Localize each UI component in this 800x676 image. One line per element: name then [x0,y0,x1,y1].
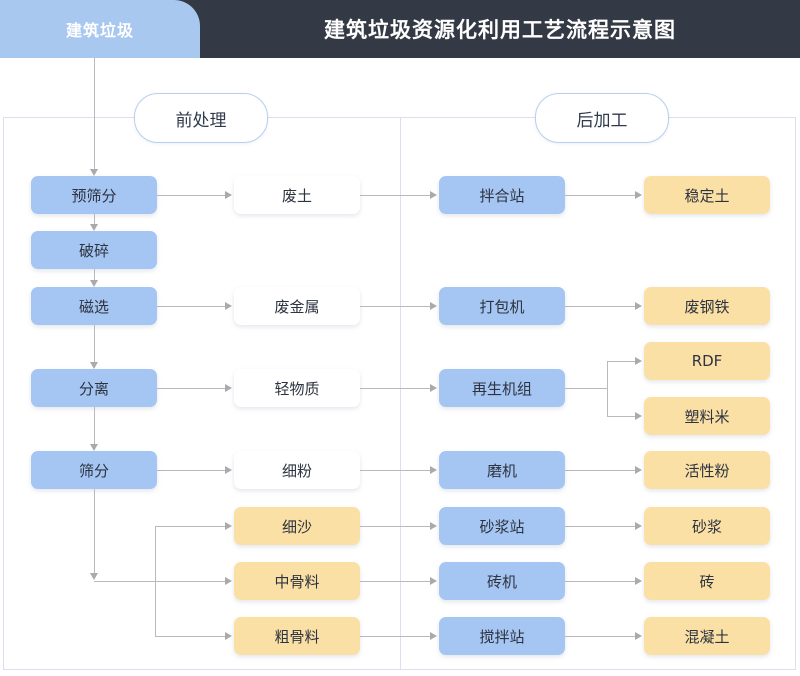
connector-feijinshu-dabaoji [360,306,430,307]
arrowhead-yushaifen-posui [90,224,98,231]
node-banhezhan[interactable]: 拌合站 [439,176,565,214]
node-xisha[interactable]: 细沙 [234,507,360,545]
tab-construction-waste[interactable]: 建筑垃圾 [0,0,200,58]
arrowhead-fenli-qingwuzhi [225,384,232,392]
stage-label-post: 后加工 [535,93,669,143]
connector-posui-cixuan [94,269,95,280]
connector-fenli-qingwuzhi [157,388,225,389]
node-shaifen[interactable]: 筛分 [31,451,157,489]
connector-zaishengjizu-riser [607,361,608,416]
node-feitu[interactable]: 废土 [234,176,360,214]
arrowhead-to-cuguliao [225,632,232,640]
arrowhead-yushaifen-feitu [225,191,232,199]
node-wendingtu[interactable]: 稳定土 [644,176,770,214]
connector-to-suliaomi [607,416,635,417]
connector-cuguliao-jiaobanzhan [360,636,430,637]
connector-moji-huoxingfen [565,470,635,471]
arrowhead-to-xisha [225,522,232,530]
connector-xifen-moji [360,470,430,471]
node-shajiangzhan[interactable]: 砂浆站 [439,507,565,545]
arrowhead-moji-huoxingfen [635,466,642,474]
arrowhead-jiaobanzhan-hunningtu [635,632,642,640]
connector-cixuan-fenli [94,325,95,362]
connector-aggregate-bus [94,581,226,582]
node-posui[interactable]: 破碎 [31,231,157,269]
connector-to-rdf [607,361,635,362]
arrowhead-cixuan-feijinshu [225,302,232,310]
node-hunningtu[interactable]: 混凝土 [644,617,770,655]
arrowhead-to-suliaomi [635,412,642,420]
connector-feitu-banhezhan [360,195,430,196]
connector-fenli-shaifen [94,407,95,444]
arrowhead-fenli-shaifen [90,444,98,451]
node-feigangtie[interactable]: 废钢铁 [644,287,770,325]
stage-label-pre: 前处理 [134,93,268,143]
arrowhead-xifen-moji [430,466,437,474]
node-xifen[interactable]: 细粉 [234,451,360,489]
node-rdf[interactable]: RDF [644,342,770,380]
node-qingwuzhi[interactable]: 轻物质 [234,369,360,407]
connector-qingwuzhi-zaishengjizu [360,388,430,389]
arrowhead-qingwuzhi-zaishengjizu [430,384,437,392]
node-jiaobanzhan[interactable]: 搅拌站 [439,617,565,655]
arrowhead-zhuanji-zhuan [635,577,642,585]
arrowhead-banhezhan-wendingtu [635,191,642,199]
node-cixuan[interactable]: 磁选 [31,287,157,325]
arrowhead-feijinshu-dabaoji [430,302,437,310]
arrowhead-to-rdf [635,357,642,365]
connector-jiaobanzhan-hunningtu [565,636,635,637]
connector-shajiangzhan-shajiang [565,526,635,527]
arrowhead-feitu-banhezhan [430,191,437,199]
arrowhead-shajiangzhan-shajiang [635,522,642,530]
connector-to-cuguliao [155,636,226,637]
connector-yushaifen-posui [94,214,95,225]
node-cuguliao[interactable]: 粗骨料 [234,617,360,655]
connector-zhuanji-zhuan [565,581,635,582]
arrowhead-tab-to-yushaifen [90,169,98,176]
node-zaishengjizu[interactable]: 再生机组 [439,369,565,407]
connector-banhezhan-wendingtu [565,195,635,196]
connector-xisha-shajiangzhan [360,526,430,527]
node-shajiang[interactable]: 砂浆 [644,507,770,545]
connector-aggregate-riser [155,526,156,636]
node-zhongguliao[interactable]: 中骨料 [234,562,360,600]
node-huoxingfen[interactable]: 活性粉 [644,451,770,489]
arrowhead-zhongguliao-zhuanji [430,577,437,585]
connector-yushaifen-feitu [157,195,225,196]
arrowhead-posui-cixuan [90,280,98,287]
arrowhead-shaifen-aggregates [90,573,98,580]
connector-shaifen-xifen [157,470,225,471]
connector-to-xisha [155,526,226,527]
node-suliaomi[interactable]: 塑料米 [644,397,770,435]
diagram-frame [3,117,796,670]
connector-tab-to-yushaifen [94,58,95,170]
arrowhead-cuguliao-jiaobanzhan [430,632,437,640]
connector-cixuan-feijinshu [157,306,225,307]
node-yushaifen[interactable]: 预筛分 [31,176,157,214]
node-feijinshu[interactable]: 废金属 [234,287,360,325]
node-dabaoji[interactable]: 打包机 [439,287,565,325]
node-zhuanji[interactable]: 砖机 [439,562,565,600]
node-zhuan[interactable]: 砖 [644,562,770,600]
connector-dabaoji-feigangtie [565,306,635,307]
arrowhead-cixuan-fenli [90,362,98,369]
arrowhead-xisha-shajiangzhan [430,522,437,530]
connector-shaifen-aggregates [94,489,95,573]
connector-zaishengjizu-split [565,388,608,389]
node-moji[interactable]: 磨机 [439,451,565,489]
arrowhead-shaifen-xifen [225,466,232,474]
arrowhead-to-zhongguliao [225,577,232,585]
stage-divider [400,117,401,670]
node-fenli[interactable]: 分离 [31,369,157,407]
connector-zhongguliao-zhuanji [360,581,430,582]
arrowhead-dabaoji-feigangtie [635,302,642,310]
page-title: 建筑垃圾资源化利用工艺流程示意图 [324,18,676,42]
